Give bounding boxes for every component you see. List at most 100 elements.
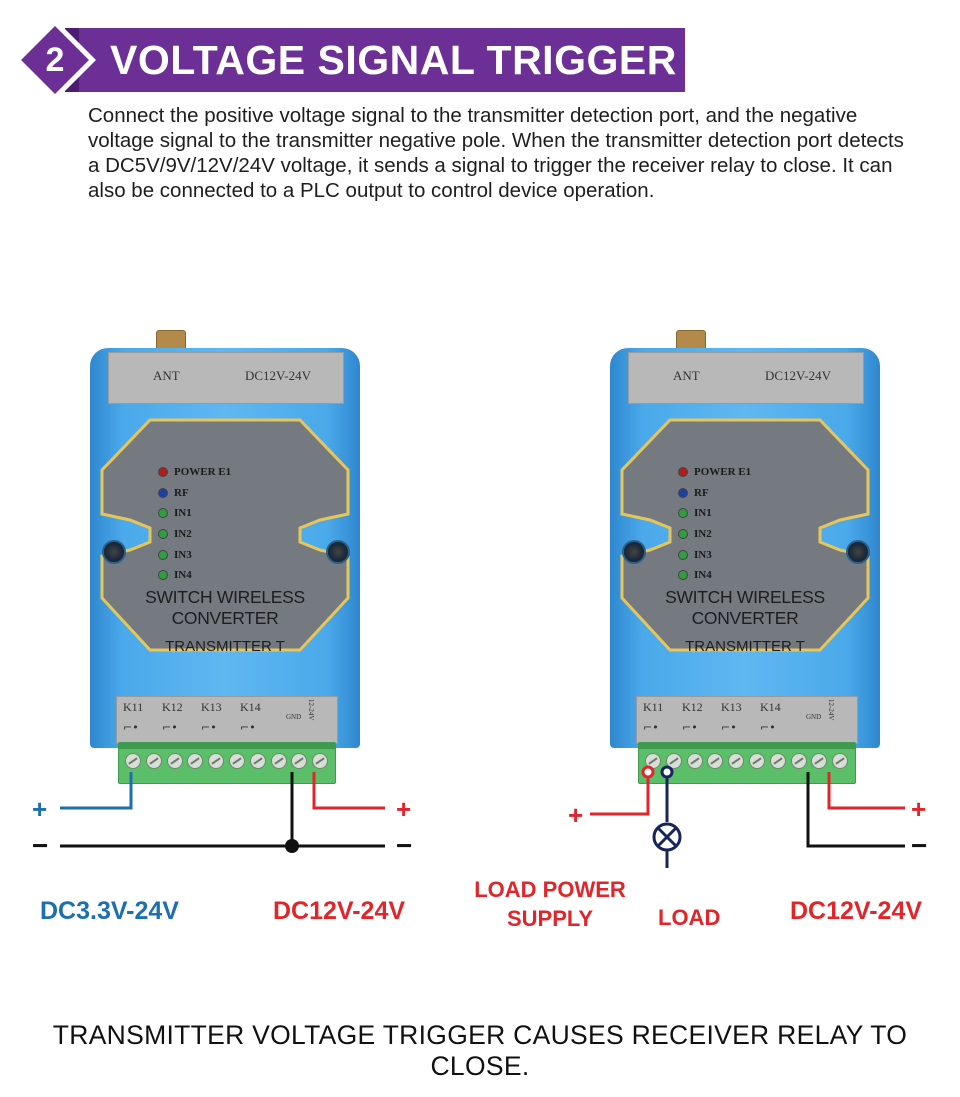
supply-voltage-label: 12-24V	[307, 699, 315, 721]
led-label: IN4	[174, 569, 192, 582]
led-label: POWER E1	[174, 466, 232, 479]
terminal-screw	[249, 753, 266, 769]
led-row: IN3	[158, 544, 231, 565]
terminal-label: K14	[240, 700, 261, 714]
front-panel-plate	[100, 418, 350, 652]
led-label: IN4	[694, 569, 712, 582]
led-indicator-icon	[158, 508, 168, 519]
led-indicator-icon	[678, 487, 688, 498]
led-row: IN4	[678, 565, 751, 586]
terminal-block	[638, 742, 856, 784]
gnd-label: GND	[806, 713, 822, 721]
led-label: RF	[174, 486, 189, 499]
led-label: IN1	[174, 507, 192, 520]
led-row: RF	[678, 483, 751, 504]
switch-symbol-icon: ⌐•	[643, 721, 659, 734]
ant-label: ANT	[153, 368, 180, 383]
led-indicator-icon	[158, 467, 168, 478]
led-indicator-icon	[158, 549, 168, 560]
led-label: IN3	[694, 548, 712, 561]
switch-symbol-icon: ⌐•	[721, 721, 737, 734]
terminal-screw	[145, 753, 162, 769]
terminal-screw	[707, 753, 724, 769]
led-row: IN3	[678, 544, 751, 565]
terminal-screw	[312, 753, 329, 769]
left-signal-minus-marker: −	[32, 830, 49, 861]
terminal-label: K13	[201, 700, 222, 714]
power-positive-wire	[827, 772, 905, 810]
terminal-screw	[229, 753, 245, 769]
switch-symbol-icon: ⌐•	[682, 721, 698, 734]
terminal-screw	[686, 753, 703, 769]
terminal-screw	[811, 753, 828, 769]
right-power-plus-marker: +	[911, 794, 927, 824]
power-input-label: DC12V-24V	[245, 368, 311, 383]
ant-label: ANT	[673, 368, 700, 383]
front-panel-plate	[620, 418, 870, 652]
terminal-screw	[728, 753, 745, 769]
signal-voltage-caption: DC3.3V-24V	[40, 897, 179, 925]
terminal-label: K13	[721, 700, 742, 714]
load-power-supply-caption: LOAD POWER SUPPLY	[474, 877, 626, 931]
switch-symbol-icon: ⌐•	[123, 721, 139, 734]
led-label: IN3	[174, 548, 192, 561]
led-row: RF	[158, 483, 231, 504]
role-label: TRANSMITTER T	[165, 638, 285, 655]
terminal-label: K11	[643, 700, 664, 714]
relay-terminal-navy	[660, 765, 674, 779]
terminal-screw	[749, 753, 765, 769]
terminal-screw	[208, 753, 225, 769]
footer-caption: TRANSMITTER VOLTAGE TRIGGER CAUSES RECEI…	[52, 1020, 908, 1081]
mounting-screw-left	[622, 540, 646, 564]
load-lamp-icon	[652, 822, 682, 852]
terminal-screw	[125, 753, 141, 769]
switch-symbol-icon: ⌐•	[760, 721, 776, 734]
load-caption: LOAD	[658, 905, 721, 930]
load-supply-wire	[590, 777, 650, 816]
terminal-screw	[166, 753, 183, 769]
led-row: POWER E1	[158, 462, 231, 483]
supply-voltage-label: 12-24V	[827, 699, 835, 721]
led-indicator-icon	[158, 487, 168, 498]
terminal-screw	[187, 753, 204, 769]
right-supply-plus-marker: +	[568, 800, 584, 830]
led-indicator-icon	[678, 508, 688, 519]
led-row: IN1	[678, 503, 751, 524]
terminal-screw	[832, 753, 849, 769]
left-signal-plus-marker: +	[32, 794, 48, 824]
left-power-minus-marker: −	[396, 830, 413, 861]
banner-bar	[65, 28, 685, 92]
led-indicator-icon	[158, 529, 168, 540]
power-input-label: DC12V-24V	[765, 368, 831, 383]
terminal-label: K12	[682, 700, 703, 714]
right-power-caption: DC12V-24V	[790, 897, 923, 925]
led-label: IN2	[174, 528, 192, 541]
relay-terminal-red	[641, 765, 655, 779]
terminal-screw	[270, 753, 287, 769]
terminal-label: K12	[162, 700, 183, 714]
front-panel	[620, 418, 870, 652]
terminal-labels: K11 K12 K13 K14	[643, 700, 853, 715]
left-power-caption: DC12V-24V	[273, 897, 406, 925]
mounting-screw-right	[846, 540, 870, 564]
right-wiring	[590, 765, 905, 868]
front-panel	[100, 418, 350, 652]
led-row: IN4	[158, 565, 231, 586]
intro-paragraph: Connect the positive voltage signal to t…	[88, 104, 904, 202]
role-label: TRANSMITTER T	[685, 638, 805, 655]
terminal-screw	[291, 753, 308, 769]
left-power-plus-marker: +	[396, 794, 412, 824]
signal-positive-wire	[60, 772, 133, 810]
mounting-screw-left	[102, 540, 126, 564]
led-label: POWER E1	[694, 466, 752, 479]
switch-symbol-icon: ⌐•	[240, 721, 256, 734]
terminal-screw	[790, 753, 807, 769]
led-row: IN2	[678, 524, 751, 545]
terminal-label: K14	[760, 700, 781, 714]
led-row: IN1	[158, 503, 231, 524]
led-indicator-icon	[158, 570, 168, 581]
